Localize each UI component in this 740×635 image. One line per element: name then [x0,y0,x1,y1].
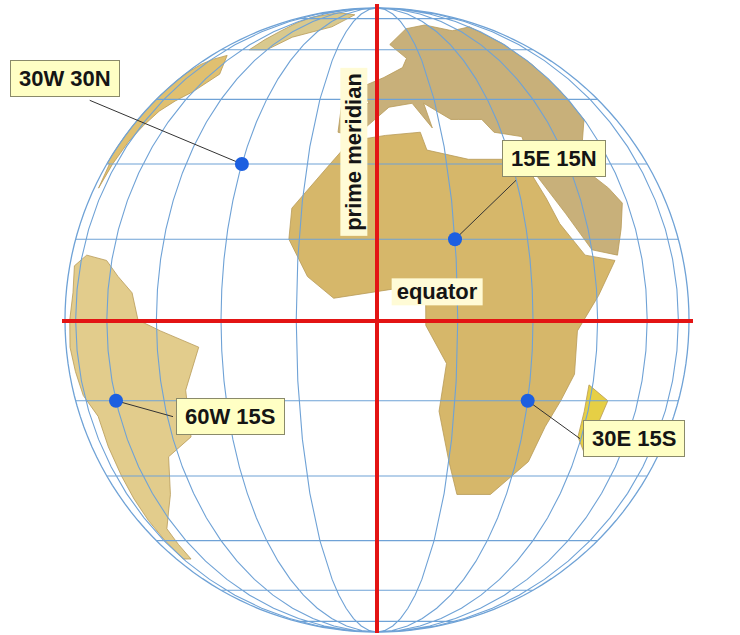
coordinate-label: 15E 15N [511,146,597,171]
coordinate-box: 30W 30N [10,60,120,97]
coordinate-label: 30E 15S [592,426,676,451]
location-dot [235,157,249,171]
leader-line [116,401,173,417]
leader-line [528,401,580,439]
location-dot [521,394,535,408]
coordinate-box: 30E 15S [583,420,685,457]
equator-label: equator [392,278,483,305]
coordinate-label: 60W 15S [185,404,276,429]
leader-line [90,100,242,164]
prime-meridian-line [375,4,379,633]
meridian-label: prime meridian [340,68,367,236]
leader-line [455,180,516,239]
coordinate-box: 15E 15N [502,140,606,177]
land-mass [338,25,622,255]
coordinate-label: 30W 30N [19,66,111,91]
coordinate-box: 60W 15S [176,398,285,435]
location-dot [448,232,462,246]
location-dot [109,394,123,408]
